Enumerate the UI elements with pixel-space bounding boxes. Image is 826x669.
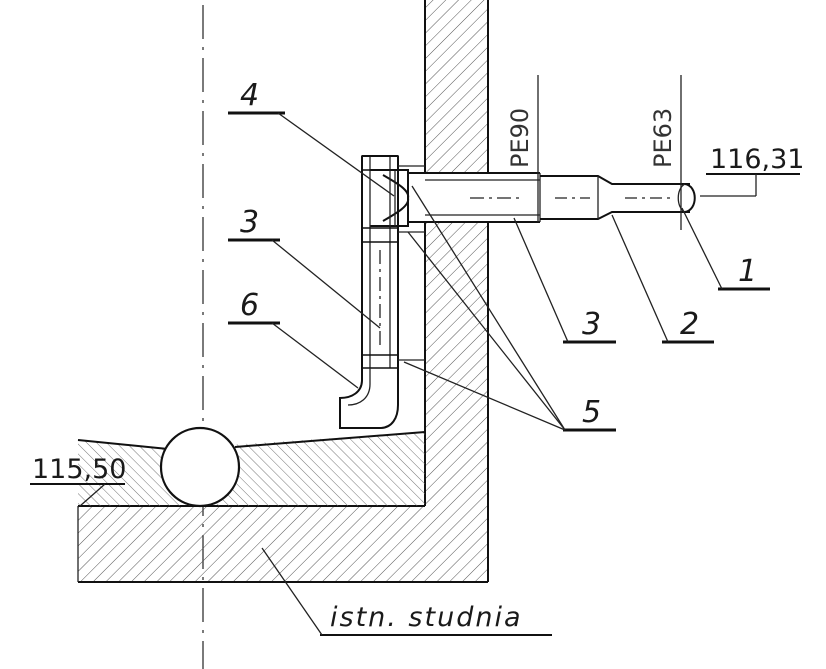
drop-pipe: [361, 155, 399, 369]
elevation-bottom-label: 115,50: [32, 454, 126, 485]
label-1: 1: [738, 254, 757, 289]
well-note-leader: [261, 547, 323, 636]
elevation-top-label: 116,31: [710, 144, 804, 175]
leader-1: [681, 207, 723, 290]
leader-3-left: [271, 239, 381, 329]
leader-5b: [407, 231, 566, 431]
label-3-left: 3: [240, 205, 259, 240]
label-4: 4: [240, 78, 259, 113]
well-note-label: istn. studnia: [330, 602, 523, 633]
label-5: 5: [582, 395, 601, 430]
benching: [77, 431, 426, 506]
tee-fitting: [370, 169, 410, 227]
pipe-pe63-label: PE63: [649, 108, 677, 168]
label-6: 6: [240, 288, 259, 323]
bend-fitting: [339, 368, 399, 429]
leader-4: [277, 112, 395, 197]
elevation-bottom-tick: [79, 483, 106, 507]
leader-5a: [411, 185, 566, 431]
pipe-pe90-label: PE90: [506, 108, 534, 168]
leader-5c: [403, 361, 566, 431]
leader-6: [271, 322, 359, 389]
sewer-pipe-section: [159, 426, 241, 508]
label-2: 2: [680, 307, 699, 342]
label-3-right: 3: [582, 307, 601, 342]
leader-3-right: [513, 217, 569, 343]
leader-2: [611, 214, 669, 343]
inlet-pipe-pe90: [408, 172, 541, 223]
pipe-pe63: [540, 175, 696, 220]
